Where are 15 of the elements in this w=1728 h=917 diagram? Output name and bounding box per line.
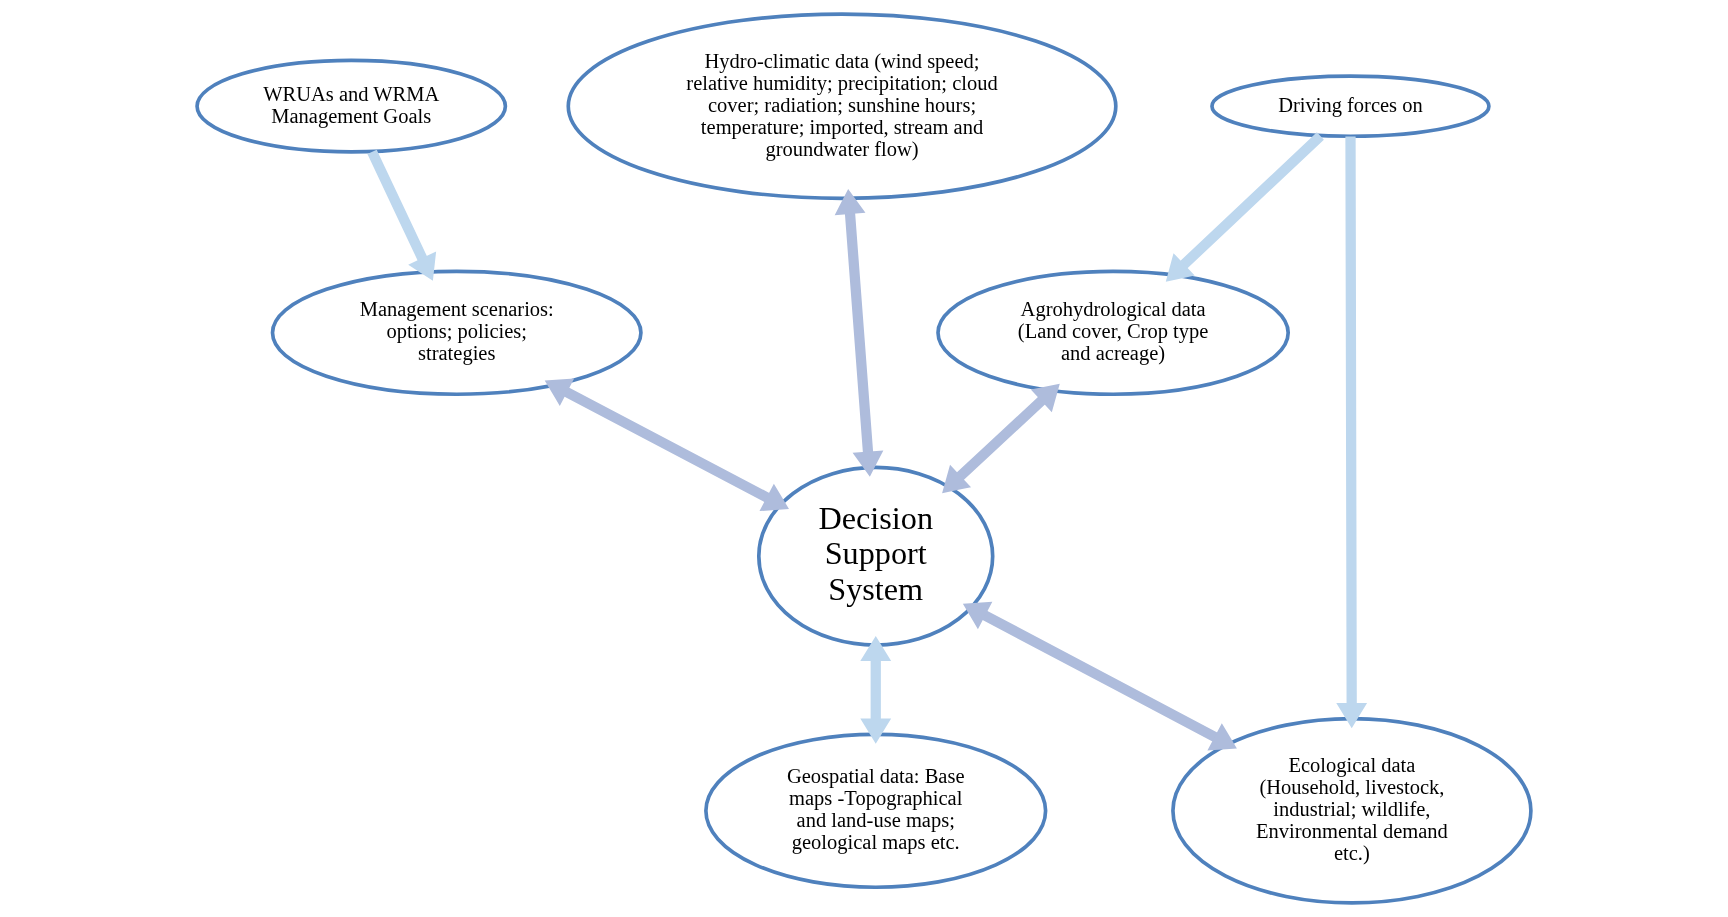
arrow bbox=[834, 188, 884, 477]
arrow bbox=[962, 601, 1237, 751]
node-ellipse: WRUAs and WRMA Management Goals bbox=[195, 58, 508, 154]
arrow bbox=[942, 383, 1060, 494]
arrow bbox=[367, 149, 437, 281]
node-ellipse: Driving forces on bbox=[1210, 74, 1491, 139]
node-ellipse: Geospatial data: Base maps -Topographical and land-use maps; geological maps etc. bbox=[704, 732, 1048, 890]
node-ellipse: Hydro-climatic data (wind speed; relative humidity; precipitation; cloud cover; radiation; sunshine hours; temperature; imported, stream and groundwater flow) bbox=[566, 12, 1118, 201]
arrow bbox=[860, 635, 892, 744]
arrow bbox=[544, 378, 789, 512]
node-ellipse: Agrohydrological data (Land cover, Crop type and acreage) bbox=[936, 269, 1290, 397]
arrow bbox=[1336, 136, 1368, 729]
node-ellipse: Management scenarios: options; policies; strategies bbox=[270, 269, 643, 397]
node-ellipse: Ecological data (Household, livestock, industrial; wildlife, Environmental demand etc.) bbox=[1171, 716, 1533, 905]
arrow bbox=[1165, 132, 1324, 282]
